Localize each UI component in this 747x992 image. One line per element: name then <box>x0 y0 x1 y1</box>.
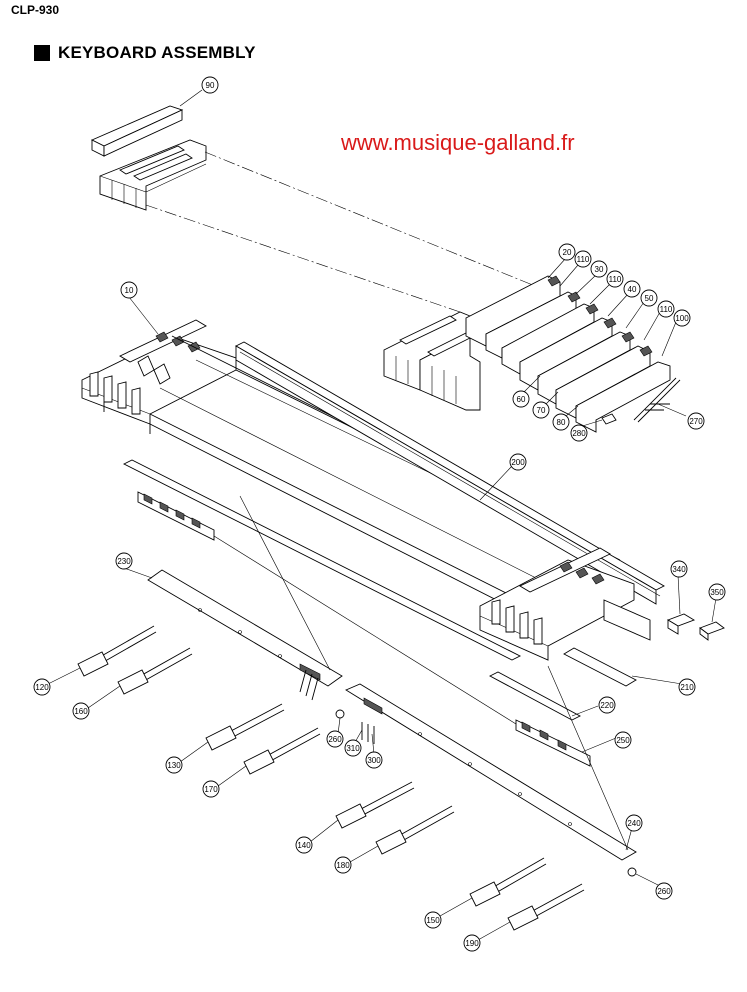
callout-20: 20 <box>558 243 576 261</box>
svg-text:270: 270 <box>689 417 703 426</box>
callout-10: 10 <box>120 281 138 299</box>
callout-170: 170 <box>202 780 220 798</box>
felt-rail-drawing <box>122 459 522 661</box>
svg-text:350: 350 <box>710 588 724 597</box>
callout-220: 220 <box>598 696 616 714</box>
svg-text:90: 90 <box>206 81 215 90</box>
svg-text:190: 190 <box>465 939 479 948</box>
callout-120: 120 <box>33 678 51 696</box>
section-heading: KEYBOARD ASSEMBLY <box>34 43 256 63</box>
callout-100: 100 <box>673 309 691 327</box>
callout-40: 40 <box>623 280 641 298</box>
svg-text:110: 110 <box>609 275 622 284</box>
upper-key-group-drawing <box>99 139 207 211</box>
callout-30: 30 <box>590 260 608 278</box>
svg-text:170: 170 <box>204 785 218 794</box>
heading-square-icon <box>34 45 50 61</box>
screw-260-lower-drawing <box>627 867 637 877</box>
callout-180: 180 <box>334 856 352 874</box>
right-key-group-drawing <box>383 275 671 433</box>
svg-text:300: 300 <box>367 756 381 765</box>
left-frame-drawing <box>81 319 237 434</box>
callout-60: 60 <box>512 390 530 408</box>
right-frame-drawing <box>479 547 651 661</box>
lower-strip-drawing <box>563 647 637 687</box>
callout-200: 200 <box>509 453 527 471</box>
svg-text:150: 150 <box>426 916 440 925</box>
callout-80: 80 <box>552 413 570 431</box>
small-clip-drawing <box>601 413 617 425</box>
svg-text:160: 160 <box>74 707 88 716</box>
screw-260-upper-drawing <box>335 709 345 719</box>
svg-text:260: 260 <box>657 887 671 896</box>
callout-260b: 260 <box>655 882 673 900</box>
svg-text:260: 260 <box>328 735 342 744</box>
leader-lines <box>47 89 717 941</box>
callout-250: 250 <box>614 731 632 749</box>
svg-text:210: 210 <box>680 683 694 692</box>
svg-text:250: 250 <box>616 736 630 745</box>
svg-text:240: 240 <box>627 819 641 828</box>
callout-260a: 260 <box>326 730 344 748</box>
callout-210: 210 <box>678 678 696 696</box>
svg-text:10: 10 <box>125 286 134 295</box>
svg-text:200: 200 <box>511 458 525 467</box>
svg-text:310: 310 <box>346 744 360 753</box>
callout-310: 310 <box>344 739 362 757</box>
callout-270: 270 <box>687 412 705 430</box>
svg-text:20: 20 <box>563 248 572 257</box>
svg-text:60: 60 <box>517 395 526 404</box>
callout-300: 300 <box>365 751 383 769</box>
svg-text:280: 280 <box>572 429 586 438</box>
svg-text:110: 110 <box>577 255 590 264</box>
hammer-parts-drawing <box>77 625 585 931</box>
long-bar-drawing <box>235 341 665 605</box>
callout-90: 90 <box>201 76 219 94</box>
callout-50: 50 <box>640 289 658 307</box>
svg-text:120: 120 <box>35 683 49 692</box>
callout-240: 240 <box>625 814 643 832</box>
svg-text:130: 130 <box>167 761 181 770</box>
svg-text:40: 40 <box>628 285 637 294</box>
model-number: CLP-930 <box>11 3 60 17</box>
svg-text:30: 30 <box>595 265 604 274</box>
callout-280: 280 <box>570 424 588 442</box>
svg-text:70: 70 <box>537 406 546 415</box>
watermark-url: www.musique-galland.fr <box>341 130 575 155</box>
callout-140: 140 <box>295 836 313 854</box>
svg-text:140: 140 <box>297 841 311 850</box>
section-title: KEYBOARD ASSEMBLY <box>58 43 256 62</box>
svg-text:80: 80 <box>557 418 566 427</box>
svg-text:220: 220 <box>600 701 614 710</box>
callout-130: 130 <box>165 756 183 774</box>
key-end-block-drawing <box>90 105 184 157</box>
callout-70: 70 <box>532 401 550 419</box>
svg-text:50: 50 <box>645 294 654 303</box>
callout-110c: 110 <box>657 300 675 318</box>
svg-text:180: 180 <box>336 861 350 870</box>
callout-110b: 110 <box>606 270 624 288</box>
pcb-strip-upper-drawing <box>147 569 343 701</box>
svg-text:110: 110 <box>660 305 673 314</box>
rod-part-drawing <box>633 377 681 423</box>
svg-text:100: 100 <box>675 314 689 323</box>
callout-230: 230 <box>115 552 133 570</box>
callout-190: 190 <box>463 934 481 952</box>
callout-340: 340 <box>670 560 688 578</box>
callout-150: 150 <box>424 911 442 929</box>
svg-text:230: 230 <box>117 557 131 566</box>
svg-text:340: 340 <box>672 565 686 574</box>
pcb-strip-lower-drawing <box>345 683 637 861</box>
callout-350: 350 <box>708 583 726 601</box>
callout-110a: 110 <box>574 250 592 268</box>
callout-160: 160 <box>72 702 90 720</box>
